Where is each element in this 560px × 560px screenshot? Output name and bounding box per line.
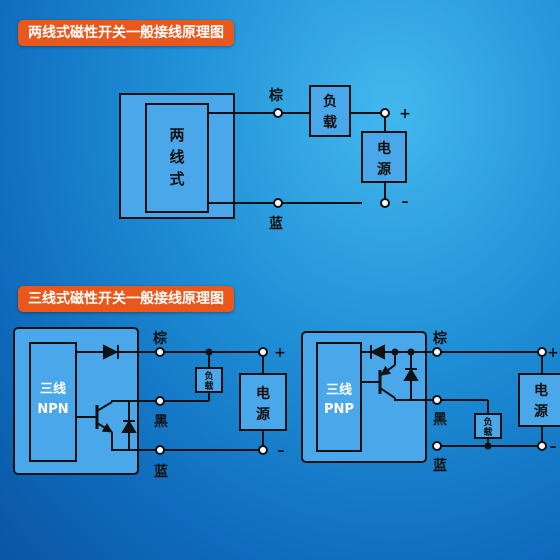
npn-label-brown: 棕	[152, 330, 167, 347]
pnp-title-2: PNP	[324, 402, 354, 417]
npn-zener-icon	[121, 420, 137, 433]
npn-terminal-black	[155, 396, 165, 406]
pnp-label-black: 黑	[433, 412, 447, 428]
npn-load-box	[195, 367, 223, 393]
npn-title-1: 三线	[40, 381, 66, 397]
pnp-junction-emitter	[391, 348, 399, 356]
two-wire-switch-label-3: 式	[169, 170, 184, 188]
npn-load-label-2: 载	[204, 380, 213, 392]
npn-diagram	[13, 327, 287, 475]
npn-collector	[96, 401, 113, 412]
terminal-blue	[273, 198, 283, 208]
pnp-load-label-2: 载	[483, 426, 492, 438]
pnp-label-brown: 棕	[432, 330, 447, 347]
pnp-junction-load	[484, 442, 492, 450]
npn-terminal-blue	[155, 445, 165, 455]
npn-junction-load	[205, 348, 213, 356]
pnp-power-label-1: 电	[534, 382, 548, 399]
two-wire-switch-label-1: 两	[169, 126, 184, 144]
npn-power-label-2: 源	[256, 406, 270, 423]
npn-label-blue: 蓝	[154, 463, 168, 480]
npn-terminal-brown	[155, 347, 165, 357]
terminal-minus	[380, 198, 390, 208]
terminal-plus	[380, 108, 390, 118]
pnp-switch-inner	[316, 342, 362, 452]
pnp-terminal-black	[432, 395, 442, 405]
power-label-2: 源	[377, 161, 391, 178]
npn-plus-sign: +	[274, 345, 286, 361]
npn-terminal-plus	[258, 347, 268, 357]
two-wire-load-box	[309, 85, 351, 137]
pnp-terminal-blue	[432, 441, 442, 451]
pnp-label-blue: 蓝	[433, 457, 447, 474]
load-label-1: 负	[323, 93, 337, 110]
plus-sign: +	[399, 106, 411, 122]
pnp-emitter	[380, 364, 396, 376]
npn-diode-icon	[103, 344, 119, 360]
npn-load-label-1: 负	[204, 370, 213, 382]
npn-minus-sign: –	[278, 443, 285, 459]
npn-power-label-1: 电	[256, 385, 270, 402]
pnp-collector-wire	[394, 398, 437, 401]
pnp-plus-sign: +	[547, 345, 559, 361]
pnp-zener-icon	[403, 368, 419, 381]
pnp-junction-zener	[407, 348, 415, 356]
load-label-2: 载	[323, 114, 337, 131]
pnp-load-label-1: 负	[483, 416, 492, 428]
pnp-load-box	[474, 413, 502, 439]
pnp-diagram	[301, 331, 560, 463]
pnp-power-label-2: 源	[534, 403, 548, 420]
power-label-1: 电	[377, 140, 391, 157]
three-wire-heading: 三线式磁性开关一般接线原理图	[18, 286, 234, 312]
minus-sign: –	[402, 194, 409, 210]
two-wire-switch-label-2: 线	[169, 148, 184, 166]
npn-terminal-minus	[258, 445, 268, 455]
label-brown: 棕	[268, 87, 283, 104]
npn-emitter	[96, 422, 113, 433]
npn-title-2: NPN	[37, 402, 68, 417]
two-wire-switch-inner	[145, 103, 209, 213]
npn-collector-wire	[111, 400, 160, 402]
npn-label-black: 黑	[154, 414, 168, 430]
pnp-terminal-plus	[537, 347, 547, 357]
pnp-terminal-brown	[432, 347, 442, 357]
two-wire-diagram	[119, 85, 407, 219]
two-wire-heading: 两线式磁性开关一般接线原理图	[18, 20, 234, 46]
pnp-collector	[379, 387, 396, 399]
pnp-minus-sign: –	[550, 439, 557, 455]
pnp-terminal-minus	[537, 441, 547, 451]
pnp-title-1: 三线	[326, 382, 352, 398]
pnp-diode-icon	[369, 344, 385, 360]
npn-emitter-wire	[111, 432, 160, 451]
npn-switch-inner	[29, 342, 77, 462]
label-blue: 蓝	[269, 215, 283, 232]
terminal-brown	[273, 108, 283, 118]
